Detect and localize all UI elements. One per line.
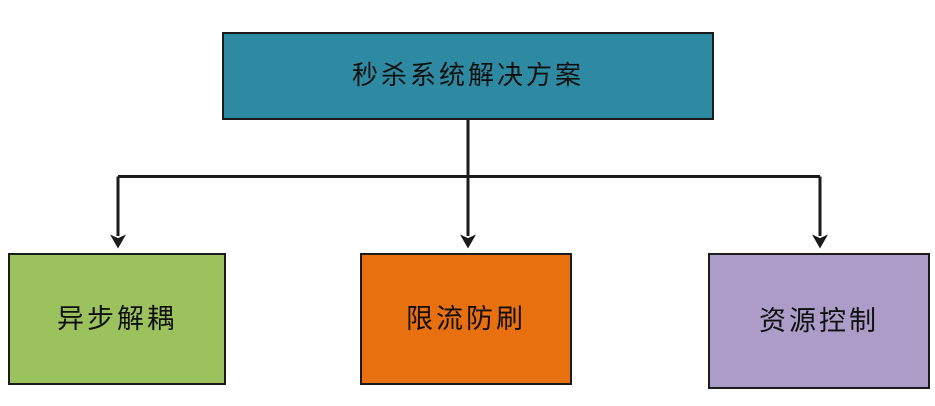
node-root-label: 秒杀系统解决方案 xyxy=(351,61,584,91)
node-child-resource-control[interactable]: 资源控制 xyxy=(708,253,930,389)
node-child-rate-limiting-label: 限流防刷 xyxy=(406,303,526,334)
node-child-async-decoupling[interactable]: 异步解耦 xyxy=(8,253,226,385)
node-root[interactable]: 秒杀系统解决方案 xyxy=(222,32,714,120)
node-child-resource-control-label: 资源控制 xyxy=(759,305,879,336)
node-child-async-decoupling-label: 异步解耦 xyxy=(57,303,177,334)
node-child-rate-limiting[interactable]: 限流防刷 xyxy=(360,253,572,385)
